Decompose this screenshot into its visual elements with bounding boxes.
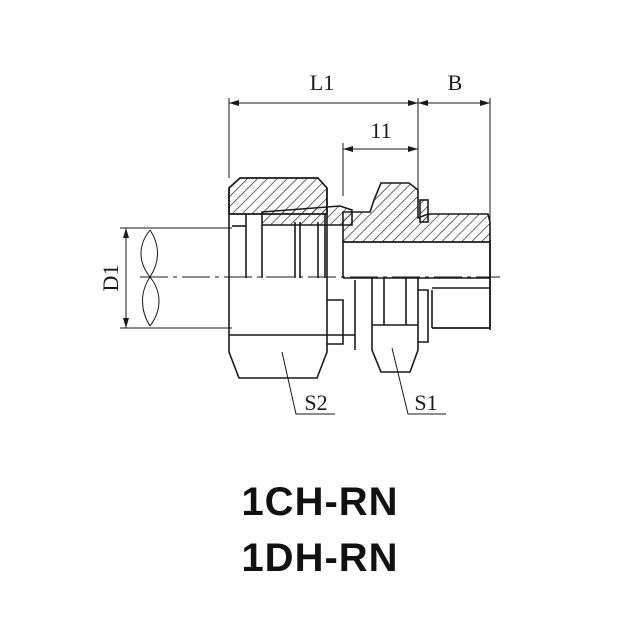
- cutting-ring: [261, 205, 356, 350]
- model-name-1: 1CH-RN: [241, 480, 399, 524]
- l1-label: L1: [310, 70, 334, 95]
- tube-break-lines: [140, 227, 230, 329]
- model-name-2: 1DH-RN: [241, 536, 399, 580]
- fitting-body: [342, 182, 491, 373]
- s2-label: S2: [304, 390, 327, 415]
- s1-label: S1: [414, 390, 437, 415]
- b-label: B: [448, 70, 463, 95]
- l1-small-label: 11: [370, 118, 391, 143]
- s1-leader-line: [391, 347, 446, 415]
- s2-leader-line: [281, 351, 335, 415]
- d1-label: D1: [98, 265, 123, 292]
